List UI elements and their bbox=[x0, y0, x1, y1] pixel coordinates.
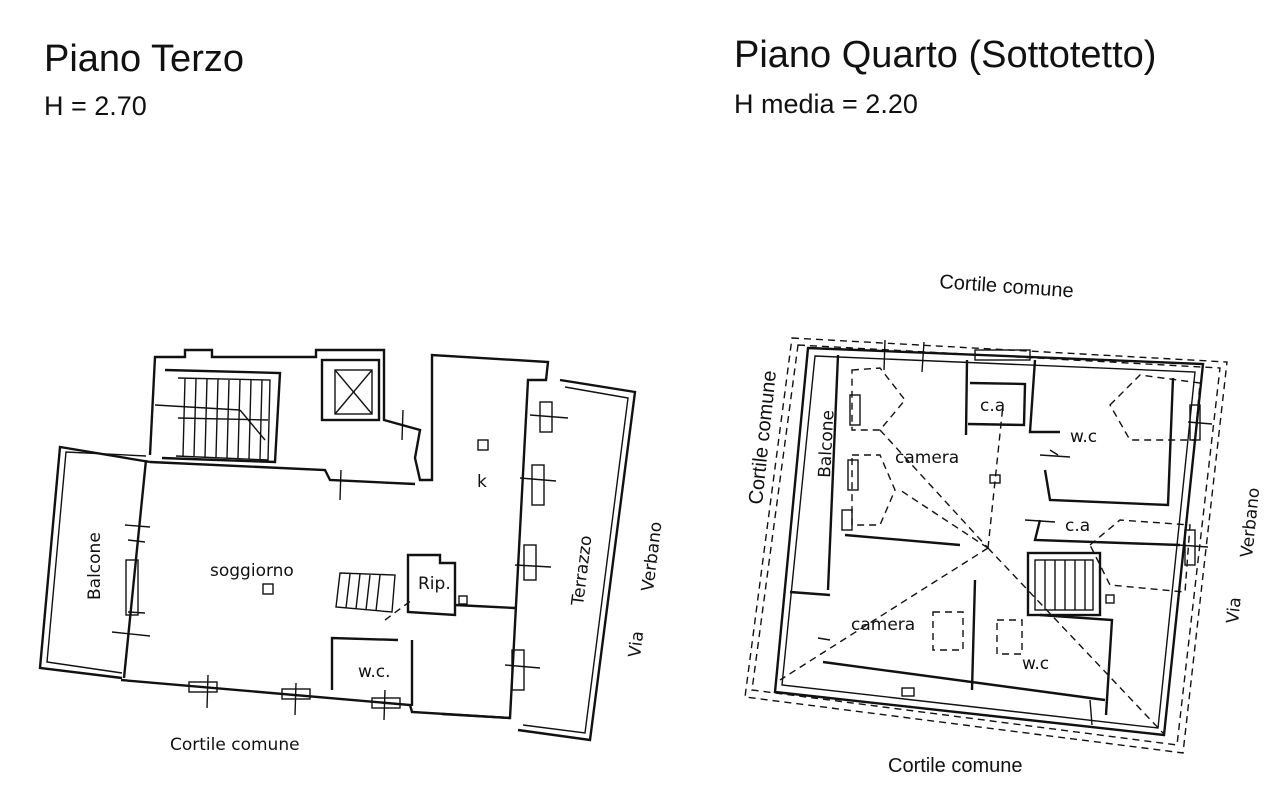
right-courtyard-top-label: Cortile comune bbox=[939, 271, 1075, 302]
left-via-label: Via bbox=[625, 630, 648, 659]
right-plan-height: H media = 2.20 bbox=[734, 89, 918, 119]
right-camera-bottom-label: camera bbox=[851, 615, 915, 635]
left-rip-label: Rip. bbox=[418, 574, 451, 594]
right-wc-bottom-label: w.c bbox=[1022, 654, 1049, 674]
left-plan-title: Piano Terzo bbox=[44, 38, 244, 80]
right-plan-title: Piano Quarto (Sottotetto) bbox=[734, 34, 1157, 76]
right-verbano-label: Verbano bbox=[1237, 487, 1264, 559]
left-terrazzo-label: Terrazzo bbox=[568, 534, 597, 607]
right-courtyard-bottom-label: Cortile comune bbox=[888, 755, 1023, 777]
right-ca-top-label: c.a bbox=[980, 396, 1005, 416]
left-wc-label: w.c. bbox=[358, 662, 391, 682]
left-verbano-label: Verbano bbox=[638, 521, 666, 593]
left-courtyard-bottom-label: Cortile comune bbox=[170, 735, 300, 755]
left-plan-height: H = 2.70 bbox=[44, 91, 147, 121]
right-wc-top-label: w.c bbox=[1070, 427, 1097, 447]
right-courtyard-left-label: Cortile comune bbox=[745, 369, 781, 505]
right-balcone-label: Balcone bbox=[815, 410, 839, 479]
left-floor-plan: Balcone soggiorno k Rip. w.c. Terrazzo V… bbox=[38, 348, 667, 755]
right-via-label: Via bbox=[1223, 596, 1246, 624]
right-ca-mid-label: c.a bbox=[1065, 516, 1090, 536]
right-camera-top-label: camera bbox=[895, 448, 959, 468]
right-floor-plan: Balcone camera c.a w.c c.a camera w.c Co… bbox=[744, 271, 1264, 777]
left-kitchen-label: k bbox=[477, 472, 487, 492]
left-balcone-label: Balcone bbox=[85, 532, 105, 600]
left-soggiorno-label: soggiorno bbox=[210, 561, 294, 581]
